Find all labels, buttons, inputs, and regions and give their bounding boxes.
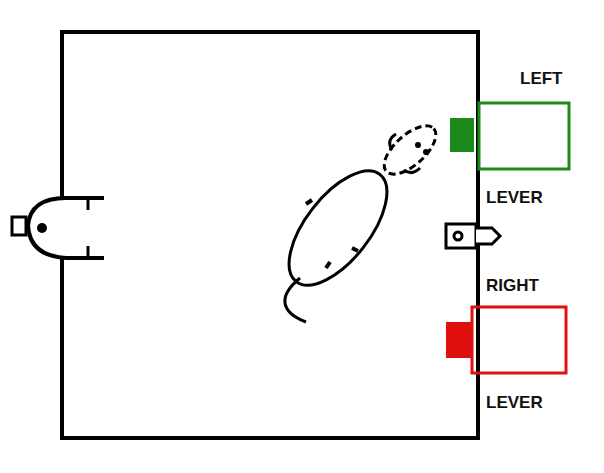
left-lever <box>450 103 569 169</box>
nose-poke-port <box>12 198 104 258</box>
rat <box>271 117 444 322</box>
lever-label: LEVER <box>486 189 543 208</box>
chamber-wall <box>62 32 478 438</box>
lever-label: RIGHT <box>486 277 539 296</box>
food-magazine <box>446 224 500 248</box>
right-lever <box>446 307 566 373</box>
lever-label: LEFT <box>520 70 563 89</box>
lever-label: LEVER <box>486 394 543 413</box>
